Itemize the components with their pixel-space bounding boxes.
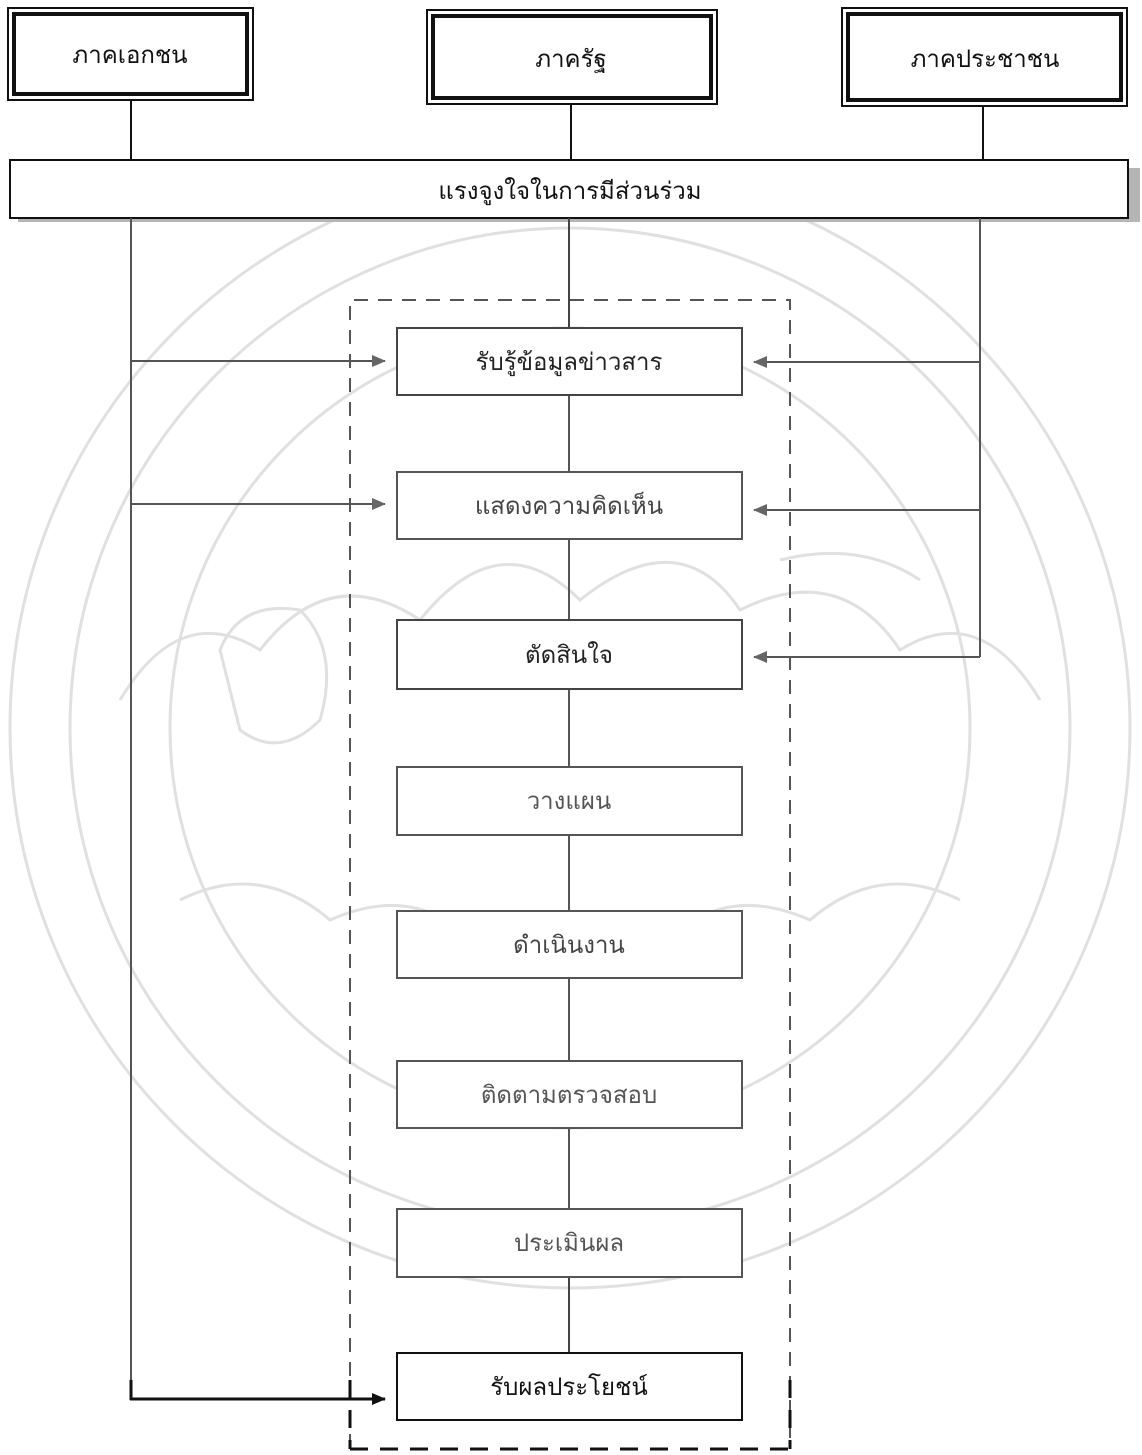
- step-opinion: แสดงความคิดเห็น: [396, 471, 743, 540]
- step-decision: ตัดสินใจ: [396, 619, 743, 690]
- step-evaluation-label: ประเมินผล: [514, 1229, 624, 1257]
- sector-state-label: ภาครัฐ: [535, 45, 606, 73]
- step-benefit-label: รับผลประโยชน์: [490, 1373, 648, 1401]
- step-implementation-label: ดำเนินงาน: [513, 931, 625, 959]
- step-monitoring: ติดตามตรวจสอบ: [396, 1060, 743, 1129]
- sector-public-label: ภาคประชาชน: [911, 45, 1060, 73]
- step-planning: วางแผน: [396, 766, 743, 836]
- motivation-bar: แรงจูงใจในการมีส่วนร่วม: [9, 159, 1140, 222]
- sector-box-private: ภาคเอกชน: [7, 7, 254, 101]
- step-information: รับรู้ข้อมูลข่าวสาร: [396, 327, 743, 396]
- step-decision-label: ตัดสินใจ: [525, 641, 613, 669]
- motivation-label: แรงจูงใจในการมีส่วนร่วม: [438, 177, 701, 206]
- step-benefit: รับผลประโยชน์: [396, 1352, 743, 1421]
- step-monitoring-label: ติดตามตรวจสอบ: [481, 1081, 657, 1109]
- step-information-label: รับรู้ข้อมูลข่าวสาร: [476, 348, 663, 377]
- sector-private-label: ภาคเอกชน: [72, 41, 187, 69]
- step-implementation: ดำเนินงาน: [396, 910, 743, 979]
- step-planning-label: วางแผน: [527, 787, 612, 815]
- step-opinion-label: แสดงความคิดเห็น: [475, 491, 663, 520]
- step-evaluation: ประเมินผล: [396, 1208, 743, 1278]
- sector-box-public: ภาคประชาชน: [841, 7, 1128, 107]
- sector-box-state: ภาครัฐ: [426, 9, 718, 105]
